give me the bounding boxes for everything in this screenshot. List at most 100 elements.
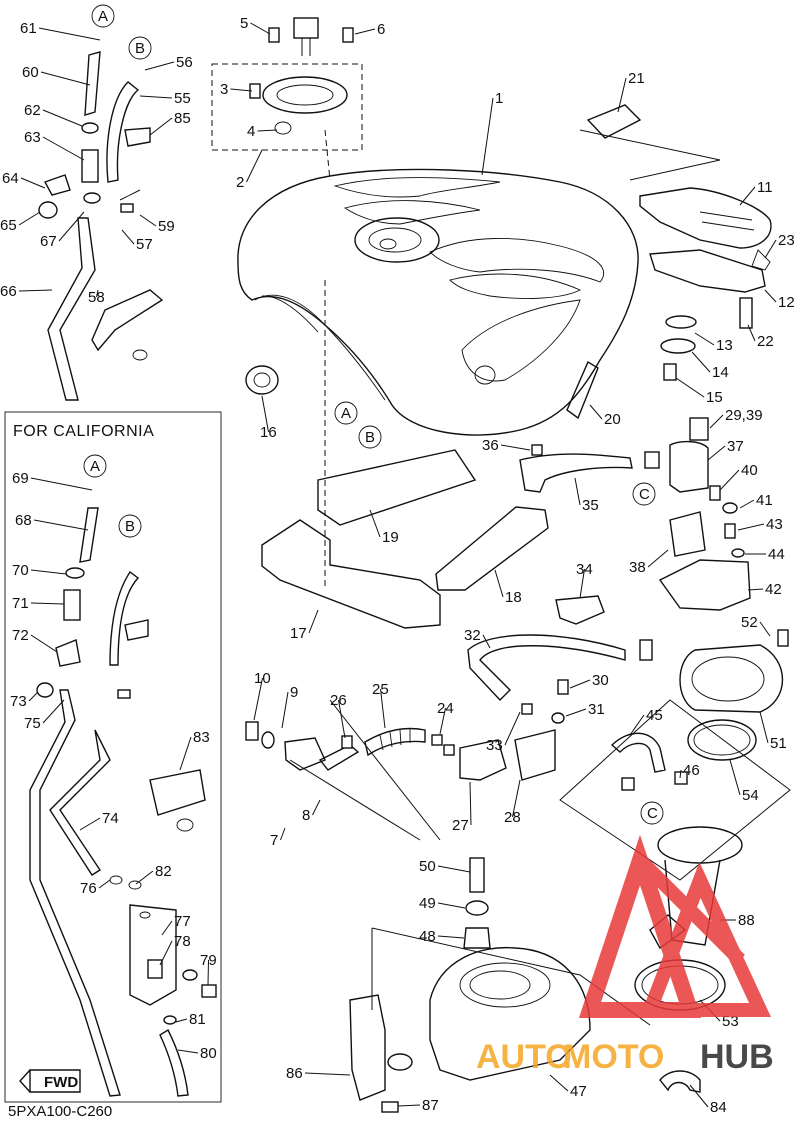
- callout-67: 67: [40, 211, 85, 250]
- callout-6: 6: [354, 21, 385, 38]
- callout-number: 42: [765, 581, 782, 598]
- callout-leader-line: [579, 568, 585, 599]
- callout-leader-line: [96, 289, 99, 298]
- callout-76: 76: [80, 879, 111, 897]
- svg-text:A: A: [90, 458, 100, 475]
- callout-number: 11: [757, 179, 773, 196]
- callout-leader-line: [18, 211, 41, 226]
- callout-number: 81: [189, 1011, 206, 1028]
- callout-82: 82: [135, 863, 172, 885]
- callout-number: 49: [419, 895, 436, 912]
- callout-16: 16: [260, 395, 277, 441]
- callout-leader-line: [494, 569, 504, 598]
- callout-number: 9: [290, 684, 298, 701]
- callout-number: 4: [247, 123, 255, 140]
- callout-leader-line: [261, 395, 269, 433]
- callout-leader-line: [589, 404, 603, 420]
- callout-number: 28: [504, 809, 521, 826]
- callout-leader-line: [439, 707, 446, 735]
- callout-number: 31: [588, 701, 605, 718]
- callout-number: 74: [102, 810, 119, 827]
- callout-leader-line: [675, 377, 705, 398]
- callout-number: 51: [770, 735, 787, 752]
- callout-leader-line: [719, 469, 740, 491]
- callout-leader-line: [246, 149, 263, 183]
- callout-42: 42: [747, 581, 782, 598]
- callout-41: 41: [739, 492, 773, 509]
- callout-52: 52: [741, 614, 771, 637]
- callout-leader-line: [739, 186, 756, 206]
- callout-66: 66: [0, 283, 53, 300]
- callout-number: 45: [646, 707, 663, 724]
- callout-number: 35: [582, 497, 599, 514]
- circle-ref-a-cal: A: [83, 454, 107, 478]
- callout-number: 2: [236, 174, 244, 191]
- california-box: FOR CALIFORNIA: [4, 411, 222, 1103]
- callout-number: 57: [136, 236, 153, 253]
- callout-28: 28: [504, 779, 521, 826]
- callout-26: 26: [330, 692, 347, 739]
- callout-number: 82: [155, 863, 172, 880]
- callout-number: 22: [757, 333, 774, 350]
- svg-text:B: B: [365, 429, 375, 446]
- callout-number: 79: [200, 952, 217, 969]
- callout-3: 3: [220, 81, 253, 98]
- callout-69: 69: [12, 470, 93, 491]
- callout-68: 68: [15, 512, 89, 531]
- callout-86: 86: [286, 1065, 351, 1082]
- callout-number: 69: [12, 470, 29, 487]
- callout-58: 58: [88, 289, 105, 306]
- fuel-pump-parts: [559, 417, 791, 950]
- callout-9: 9: [281, 684, 298, 729]
- callout-2: 2: [236, 149, 263, 191]
- callout-number: 84: [710, 1099, 727, 1116]
- callout-leader-line: [144, 61, 175, 71]
- callout-number: 36: [482, 437, 499, 454]
- watermark-text-hub: HUB: [700, 1038, 774, 1076]
- callout-number: 48: [419, 928, 436, 945]
- callout-leader-line: [304, 1072, 351, 1076]
- callout-number: 14: [712, 364, 729, 381]
- callout-leader-line: [30, 602, 65, 605]
- callout-number: 25: [372, 681, 389, 698]
- callout-number: 16: [260, 424, 277, 441]
- circle-ref-a-tank: A: [334, 401, 358, 425]
- callout-leader-line: [759, 621, 771, 637]
- callout-number: 44: [768, 546, 785, 563]
- callout-number: 29,39: [725, 407, 763, 424]
- callout-leader-line: [629, 714, 645, 736]
- callout-leader-line: [79, 817, 101, 831]
- callout-number: 33: [486, 737, 503, 754]
- callout-number: 47: [570, 1083, 587, 1100]
- callout-leader-line: [739, 499, 755, 509]
- callout-71: 71: [12, 595, 65, 612]
- callout-30: 30: [569, 672, 609, 689]
- callout-leader-line: [30, 634, 58, 653]
- callout-leader-line: [30, 477, 93, 491]
- callout-leader-line: [42, 699, 65, 724]
- callout-40: 40: [719, 462, 758, 491]
- callout-leader-line: [161, 920, 173, 936]
- callout-20: 20: [589, 404, 621, 428]
- svg-text:B: B: [135, 40, 145, 57]
- callout-leader-line: [500, 444, 531, 451]
- california-parts: [29, 507, 217, 1097]
- diagram-code: 5PXA100-C260: [8, 1103, 112, 1120]
- callout-number: 1: [495, 90, 503, 107]
- callout-number: 34: [576, 561, 593, 578]
- svg-text:A: A: [98, 8, 108, 25]
- callout-leader-line: [481, 97, 494, 176]
- callout-number: 68: [15, 512, 32, 529]
- callout-number: 46: [683, 762, 700, 779]
- callout-number: 66: [0, 283, 17, 300]
- circle-ref-a-top: A: [91, 4, 115, 28]
- circle-ref-b-cal: B: [118, 514, 142, 538]
- callout-number: 73: [10, 693, 27, 710]
- callout-leader-line: [437, 902, 466, 909]
- callout-leader-line: [437, 865, 471, 873]
- callout-33: 33: [486, 711, 521, 754]
- callout-leader-line: [159, 940, 173, 966]
- callout-number: 83: [193, 729, 210, 746]
- tank-pads: [245, 365, 549, 629]
